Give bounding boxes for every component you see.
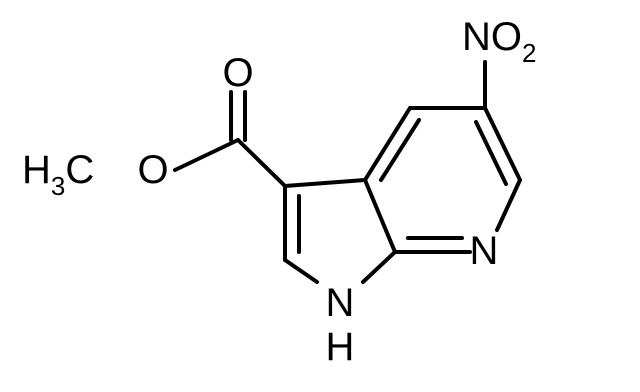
- methyl-label: H3C: [22, 148, 94, 201]
- bond-carbonyl-ester-o: [173, 138, 240, 172]
- nitro-base: NO: [462, 15, 522, 59]
- bond-n1-c7a: [361, 250, 397, 284]
- ring-nitrogen-label: N: [470, 229, 499, 273]
- bond-c2-n1: [283, 258, 319, 284]
- nitro-group-label: NO2: [462, 15, 536, 68]
- nh-hydrogen-label: H: [326, 325, 355, 369]
- atom-labels: O O H3C N N H NO2: [22, 15, 536, 369]
- bond-c3a-c4: [363, 106, 412, 182]
- bond-c3a-c4-inner: [379, 118, 421, 182]
- bond-c3a-c3: [283, 178, 367, 188]
- bond-c5-c6-inner: [474, 120, 508, 186]
- bond-c7a-c3a: [363, 178, 397, 254]
- nh-nitrogen-label: N: [326, 281, 355, 325]
- carbonyl-oxygen-label: O: [222, 51, 253, 95]
- ester-oxygen-label: O: [137, 148, 168, 192]
- methyl-subscript: 3: [51, 171, 65, 201]
- nitro-subscript: 2: [522, 38, 536, 68]
- bond-c6-n7: [495, 178, 522, 232]
- methyl-hydrogen: H: [22, 148, 51, 192]
- bond-c3-carbonyl: [236, 138, 287, 188]
- bond-layer: [173, 60, 522, 284]
- bond-c5-c6: [483, 106, 522, 182]
- methyl-carbon: C: [65, 148, 94, 192]
